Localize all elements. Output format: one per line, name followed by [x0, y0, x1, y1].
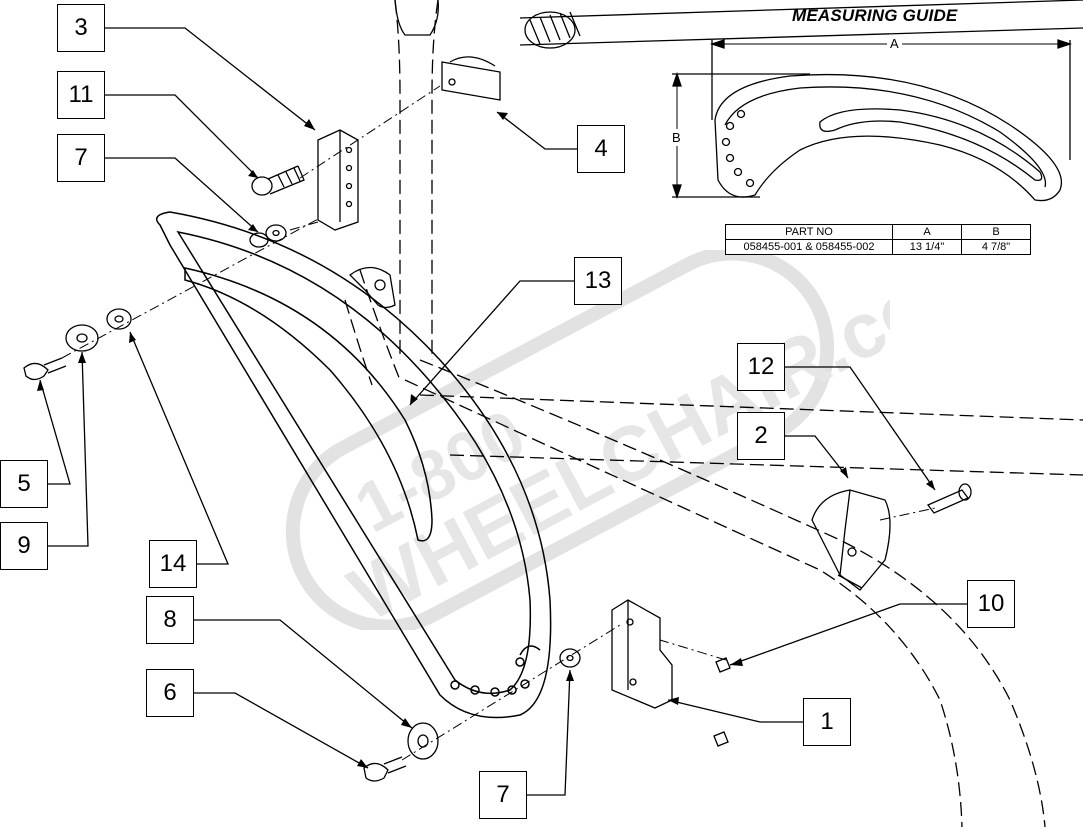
- screw-part-12: [926, 483, 972, 514]
- dimension-a-label: A: [887, 36, 902, 51]
- callout-2: 2: [737, 412, 785, 460]
- callout-12: 12: [737, 343, 785, 391]
- table-cell-a: 13 1/4": [892, 239, 962, 255]
- measuring-guide-title: MEASURING GUIDE: [792, 6, 958, 25]
- washer-part-8: [407, 722, 439, 760]
- screw-part-11: [251, 165, 305, 196]
- setscrew-part-10: [713, 657, 731, 747]
- callout-6: 6: [146, 669, 194, 717]
- leader-lines: [39, 27, 967, 796]
- callout-4: 4: [577, 125, 625, 173]
- bracket-part-3: [317, 129, 359, 231]
- callout-7-upper: 7: [57, 134, 105, 182]
- callout-11: 11: [57, 71, 105, 119]
- leader-arrowheads: [37, 112, 935, 768]
- callout-3: 3: [57, 4, 105, 52]
- clamp-part-4: [441, 56, 501, 101]
- table-header-part-no: PART NO: [725, 224, 893, 240]
- center-lines: [61, 85, 936, 761]
- screw-part-5: [23, 357, 67, 381]
- callout-1: 1: [803, 698, 851, 746]
- washer-part-7-lower: [559, 648, 581, 668]
- top-tube: [394, 0, 1083, 49]
- table-header-row: PART NO A B: [725, 224, 1031, 240]
- callout-10: 10: [967, 580, 1015, 628]
- dimension-table: PART NO A B 058455-001 & 058455-002 13 1…: [725, 224, 1031, 255]
- callout-8: 8: [146, 596, 194, 644]
- washer-part-14: [106, 308, 132, 330]
- table-header-a: A: [892, 224, 962, 240]
- mount-part-13: [349, 266, 396, 309]
- table-cell-b: 4 7/8": [961, 239, 1031, 255]
- block-part-1: [611, 599, 673, 709]
- screw-part-6: [363, 756, 407, 782]
- table-header-b: B: [961, 224, 1031, 240]
- clamp-part-2: [811, 489, 891, 591]
- callout-5: 5: [0, 460, 48, 508]
- dimension-b-label: B: [671, 129, 682, 146]
- armrest-pad-part-14: [155, 211, 552, 719]
- table-row: 058455-001 & 058455-002 13 1/4" 4 7/8": [725, 239, 1031, 255]
- callout-14: 14: [149, 540, 197, 588]
- callout-9: 9: [0, 522, 48, 570]
- table-cell-part-no: 058455-001 & 058455-002: [725, 239, 893, 255]
- callout-7-lower: 7: [479, 771, 527, 819]
- callout-13: 13: [574, 257, 622, 305]
- measuring-guide-drawing: [672, 39, 1073, 202]
- frame-phantom-lines: [344, 0, 1083, 827]
